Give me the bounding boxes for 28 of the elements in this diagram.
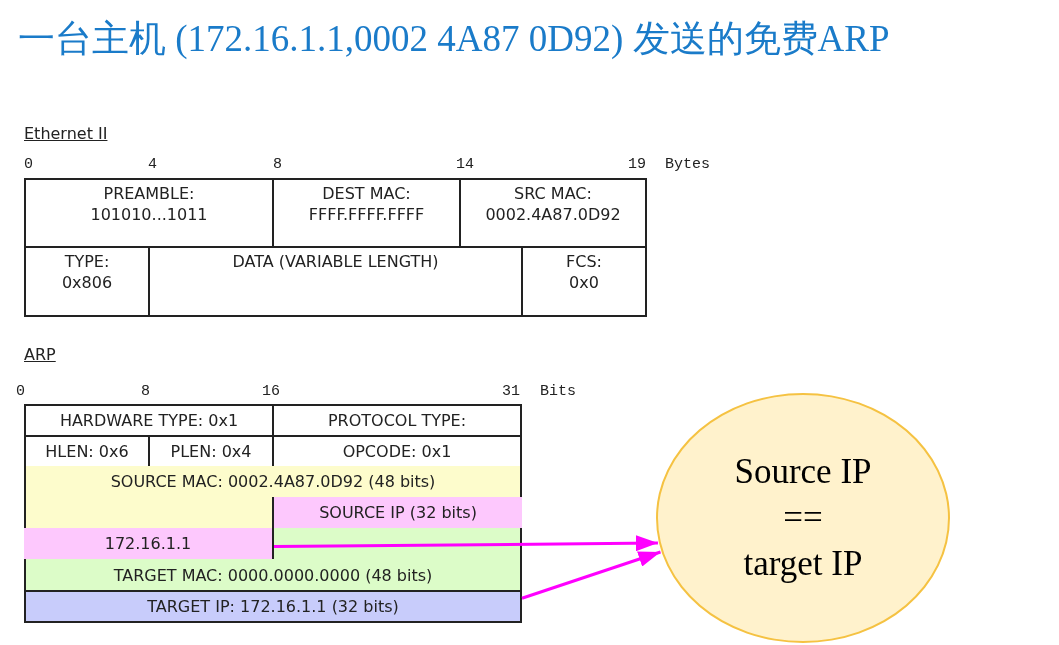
title: 一台主机 (172.16.1.1,0002 4A87 0D92) 发送的免费ARP	[18, 17, 890, 61]
field-cell: TYPE: 0x806	[24, 246, 150, 317]
scale-number: 16	[262, 383, 280, 400]
scale-number: 8	[273, 156, 282, 173]
scale-number: 0	[24, 156, 33, 173]
field-cell: SOURCE IP (32 bits)	[272, 497, 522, 528]
field-cell: HARDWARE TYPE: 0x1	[24, 404, 274, 437]
field-cell: PREAMBLE: 101010...1011	[24, 178, 274, 248]
scale-number: 19	[628, 156, 646, 173]
unit-label: Bits	[540, 383, 576, 400]
section-heading: Ethernet II	[24, 124, 108, 143]
section-heading: ARP	[24, 345, 56, 364]
unit-label: Bytes	[665, 156, 710, 173]
field-cell: SRC MAC: 0002.4A87.0D92	[459, 178, 647, 248]
field-cell: TARGET IP: 172.16.1.1 (32 bits)	[24, 590, 522, 623]
arrow	[521, 550, 661, 600]
arrow	[274, 535, 658, 552]
field-cell: FCS: 0x0	[521, 246, 647, 317]
field-cell: 172.16.1.1	[24, 528, 274, 559]
scale-number: 4	[148, 156, 157, 173]
scale-number: 0	[16, 383, 25, 400]
scale-number: 8	[141, 383, 150, 400]
comparison-ellipse: Source IP == target IP	[656, 393, 950, 643]
scale-number: 31	[502, 383, 520, 400]
scale-number: 14	[456, 156, 474, 173]
field-cell: PROTOCOL TYPE:	[272, 404, 522, 437]
field-cell: TARGET MAC: 0000.0000.0000 (48 bits)	[24, 559, 522, 591]
field-cell: SOURCE MAC: 0002.4A87.0D92 (48 bits)	[24, 466, 522, 497]
